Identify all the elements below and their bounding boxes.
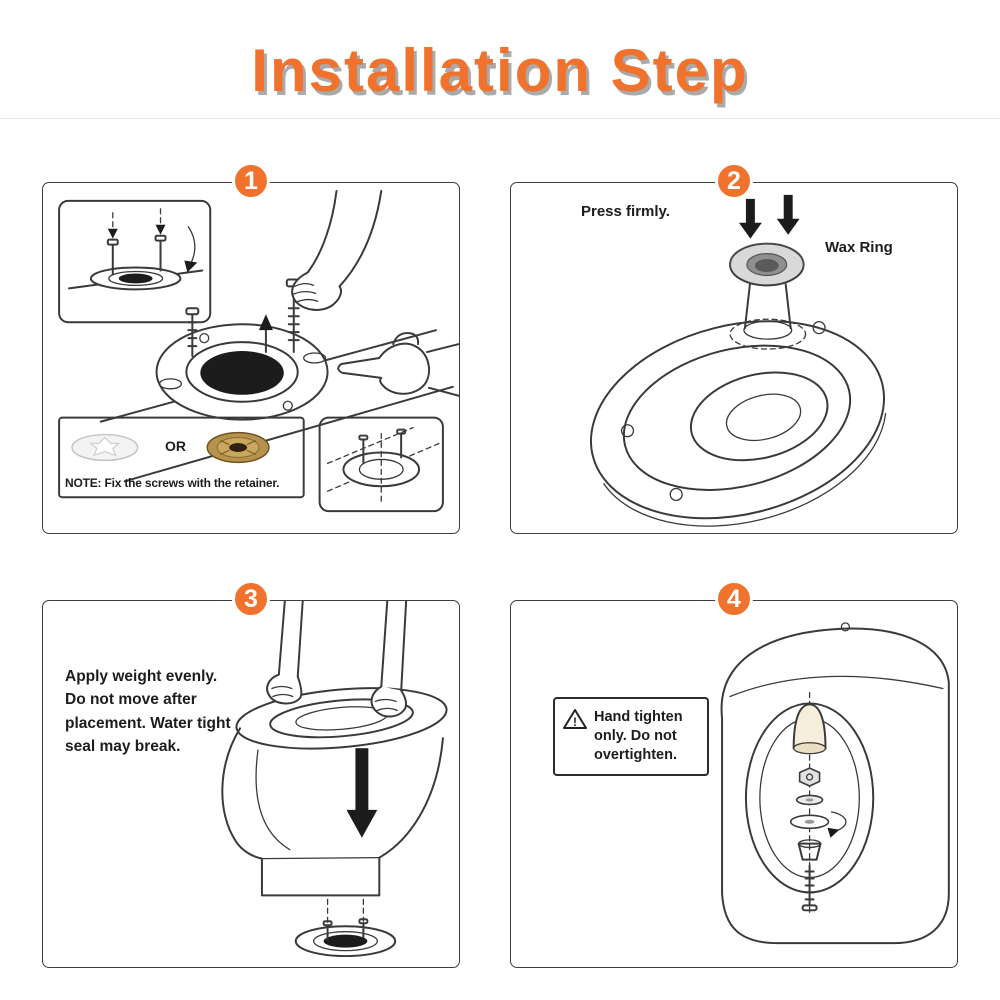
arms: [277, 601, 408, 692]
step2-waxring-illustration: [589, 194, 887, 527]
page-title: Installation Step: [251, 37, 749, 104]
closet-flange: [155, 323, 329, 421]
metal-washer: [795, 794, 824, 806]
header-divider: [0, 118, 1000, 119]
step4-tighten-illustration: [720, 622, 950, 945]
press-down-arrow-icons: [738, 194, 800, 239]
hex-nut: [798, 767, 821, 787]
wax-ring-label: Wax Ring: [825, 239, 893, 256]
step4-number-badge: 4: [715, 580, 753, 618]
step1-panel: 1: [42, 162, 460, 534]
warning-box: ! Hand tighten only. Do not overtighten.: [553, 697, 709, 776]
retainer-note-box: [58, 416, 305, 499]
plastic-retainer: [71, 433, 139, 462]
step3-placement-illustration: [221, 601, 448, 958]
press-down-arrow-icon: [346, 748, 378, 838]
inset-flange-ready: [318, 416, 444, 513]
pointing-hand: [337, 332, 459, 397]
step4-panel: 4: [510, 580, 958, 968]
svg-text:!: !: [573, 715, 577, 729]
cap-sleeve: [797, 839, 822, 861]
bolt-hardware-stack: [789, 691, 847, 916]
outlet-horn: [729, 283, 807, 350]
gripping-hand: [291, 189, 383, 311]
step3-panel: 3: [42, 580, 460, 968]
warning-triangle-icon: !: [563, 709, 587, 729]
press-firmly-label: Press firmly.: [581, 203, 670, 220]
inset-bolt-placement: [58, 199, 212, 324]
hands: [266, 673, 408, 718]
closet-bolt: [801, 864, 818, 912]
warning-text: Hand tighten only. Do not overtighten.: [594, 709, 683, 763]
step2-panel: 2 Pr: [510, 162, 958, 534]
wax-ring: [729, 242, 805, 287]
step1-flange-illustration: [58, 189, 459, 513]
floor-flange: [294, 918, 397, 958]
step1-number-badge: 1: [232, 162, 270, 200]
toilet-underside: [589, 320, 887, 527]
retainer-note-text: NOTE: Fix the screws with the retainer.: [65, 476, 280, 490]
toilet-side-view: [720, 622, 950, 945]
or-label: OR: [165, 438, 186, 454]
step3-number-badge: 3: [232, 580, 270, 618]
cap-base-washer: [789, 811, 847, 838]
up-arrow-icon: [258, 314, 273, 354]
brass-retainer: [206, 431, 270, 464]
step3-instruction-text: Apply weight evenly. Do not move after p…: [65, 668, 231, 755]
bowl-rim: [235, 687, 448, 750]
step2-number-badge: 2: [715, 162, 753, 200]
bolt-cap: [792, 703, 827, 755]
toilet-body: [221, 727, 444, 897]
